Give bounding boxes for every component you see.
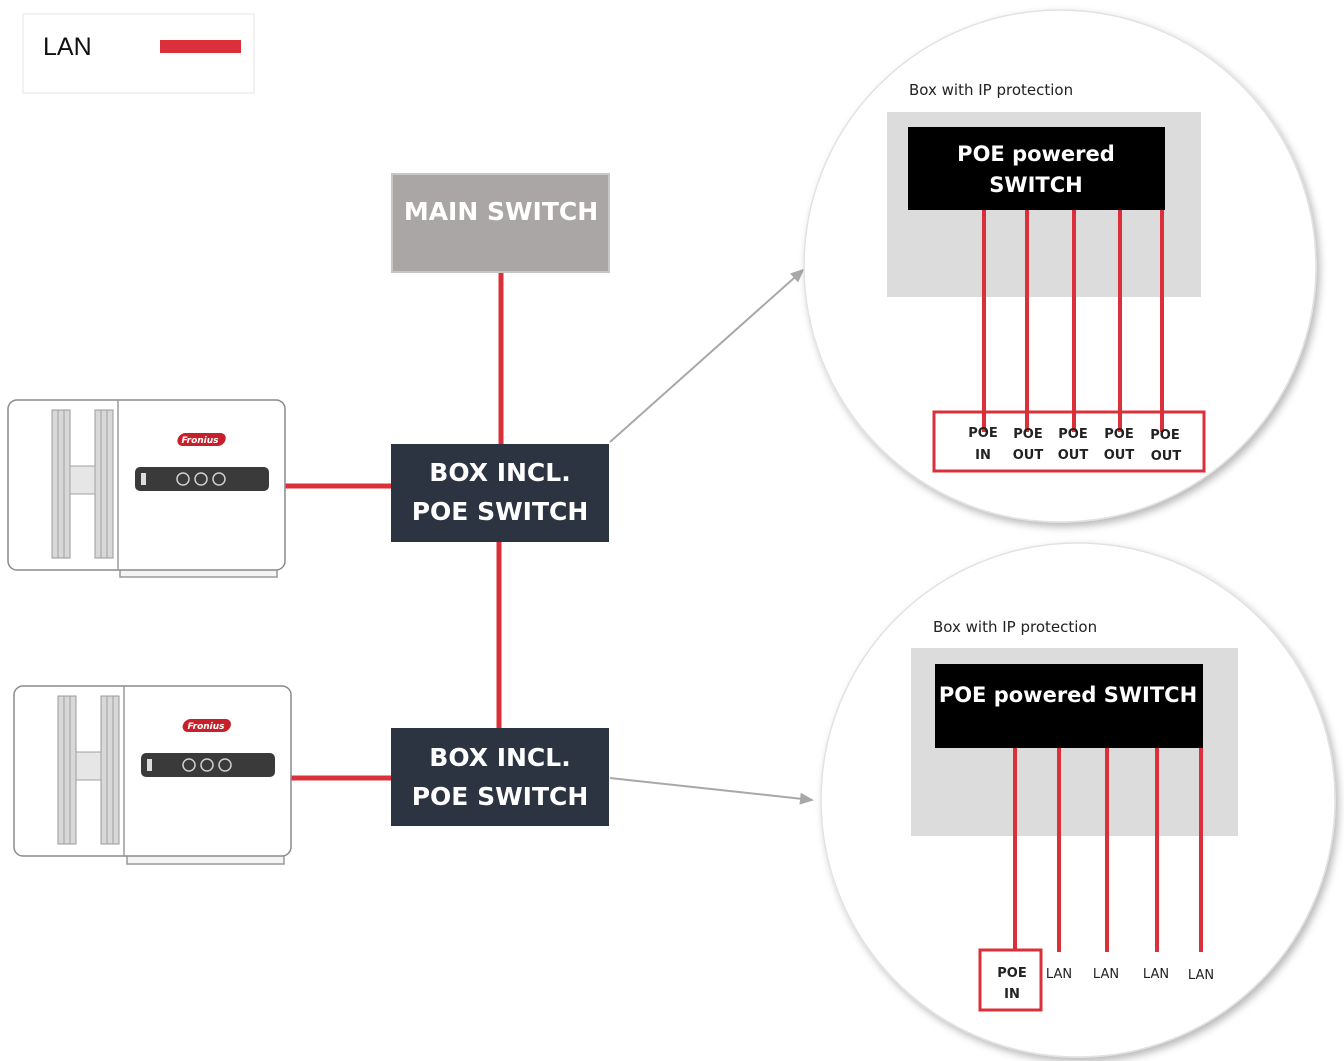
heatsink-fins-icon — [51, 409, 114, 559]
legend-lan-swatch — [160, 40, 241, 53]
heatsink-fins-icon — [57, 695, 120, 845]
svg-text:POE: POE — [968, 426, 997, 441]
poe-box-bottom: BOX INCL. POE SWITCH — [391, 728, 609, 826]
legend-label: LAN — [43, 33, 92, 61]
poe-in-bottom-line1: POE — [997, 966, 1026, 981]
poe-box-bottom-line1: BOX INCL. — [429, 743, 570, 772]
poe-box-top-line2: POE SWITCH — [412, 497, 589, 526]
port-label-top-2: POE OUT — [1058, 427, 1089, 463]
port-label-top-4: POE OUT — [1150, 428, 1181, 464]
brand-text-top: Fronius — [181, 436, 219, 446]
svg-text:OUT: OUT — [1151, 449, 1182, 464]
zoom-circle-top: Box with IP protection POE powered SWITC… — [803, 9, 1317, 523]
display-panel-icon — [141, 753, 275, 777]
lan-port-label-2: LAN — [1143, 967, 1169, 982]
zoom-circle-bottom: Box with IP protection POE powered SWITC… — [820, 542, 1336, 1058]
svg-text:OUT: OUT — [1058, 448, 1089, 463]
brand-text-bottom: Fronius — [187, 722, 225, 732]
port-label-top-3: POE OUT — [1104, 427, 1135, 463]
zoom-arrow-top — [609, 268, 805, 443]
svg-text:OUT: OUT — [1013, 448, 1044, 463]
poe-in-bottom-line2: IN — [1004, 987, 1020, 1002]
zoom-bottom-caption: Box with IP protection — [933, 618, 1097, 636]
poe-box-top: BOX INCL. POE SWITCH — [391, 444, 609, 542]
poe-box-bottom-line2: POE SWITCH — [412, 782, 589, 811]
port-label-top-0: POE IN — [968, 426, 997, 463]
fronius-logo-icon: Fronius — [177, 433, 226, 446]
svg-text:POE: POE — [1058, 427, 1087, 442]
inverter-top: Fronius — [7, 399, 286, 578]
legend: LAN — [22, 13, 255, 94]
svg-text:POE: POE — [1013, 427, 1042, 442]
display-panel-icon — [135, 467, 269, 491]
lan-port-label-3: LAN — [1188, 968, 1214, 983]
fronius-logo-icon: Fronius — [182, 719, 231, 732]
poe-switch-top-line1: POE powered — [957, 142, 1115, 166]
poe-in-port-bottom — [978, 948, 1043, 1012]
lan-port-label-1: LAN — [1093, 967, 1119, 982]
poe-switch-bottom-label: POE powered SWITCH — [939, 683, 1197, 707]
port-group-top — [932, 410, 1206, 473]
main-switch-label: MAIN SWITCH — [404, 197, 598, 226]
zoom-top-caption: Box with IP protection — [909, 81, 1073, 99]
lan-connections — [283, 272, 504, 781]
poe-switch-top-line2: SWITCH — [989, 173, 1082, 197]
zoom-arrow-bottom — [609, 777, 814, 805]
port-label-top-1: POE OUT — [1013, 427, 1044, 463]
main-switch: MAIN SWITCH — [391, 173, 610, 273]
port-lines-top — [982, 210, 1164, 432]
inverter-bottom: Fronius — [13, 685, 292, 865]
port-lines-bottom — [1013, 748, 1203, 952]
poe-box-top-line1: BOX INCL. — [429, 458, 570, 487]
poe-powered-switch-top — [908, 127, 1165, 210]
svg-text:OUT: OUT — [1104, 448, 1135, 463]
svg-text:POE: POE — [1150, 428, 1179, 443]
svg-text:IN: IN — [975, 448, 991, 463]
lan-port-label-0: LAN — [1046, 967, 1072, 982]
svg-text:POE: POE — [1104, 427, 1133, 442]
poe-powered-switch-bottom — [935, 664, 1203, 748]
